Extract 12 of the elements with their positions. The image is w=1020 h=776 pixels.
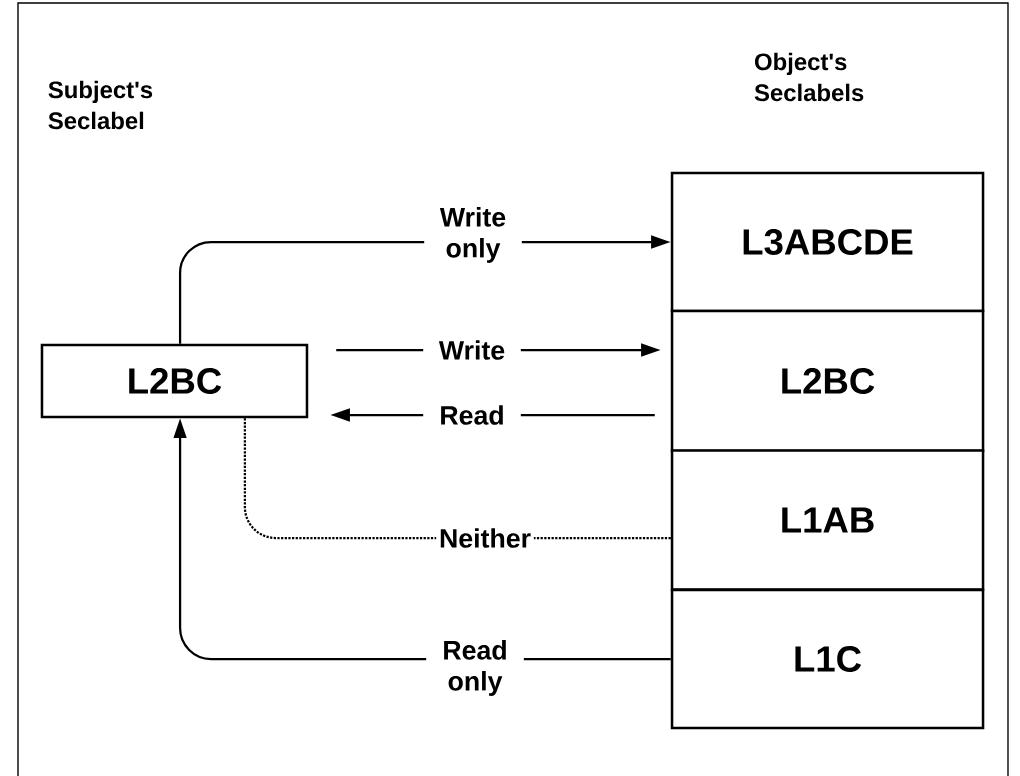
edge-label: Neither <box>436 525 534 551</box>
edge-label: Read <box>423 402 521 428</box>
stack-cell: L1C <box>670 588 985 730</box>
stack-cell: L1AB <box>670 449 985 591</box>
edge-label: Write <box>423 337 521 363</box>
stack-cell: L2BC <box>670 309 985 453</box>
label-box: L2BC <box>40 343 309 419</box>
stack-cell: L3ABCDE <box>670 171 985 313</box>
heading: Object's Seclabels <box>754 52 864 102</box>
edge-label: Write only <box>424 204 522 266</box>
edge-label: Read only <box>426 637 524 699</box>
heading: Subject's Seclabel <box>48 80 153 130</box>
